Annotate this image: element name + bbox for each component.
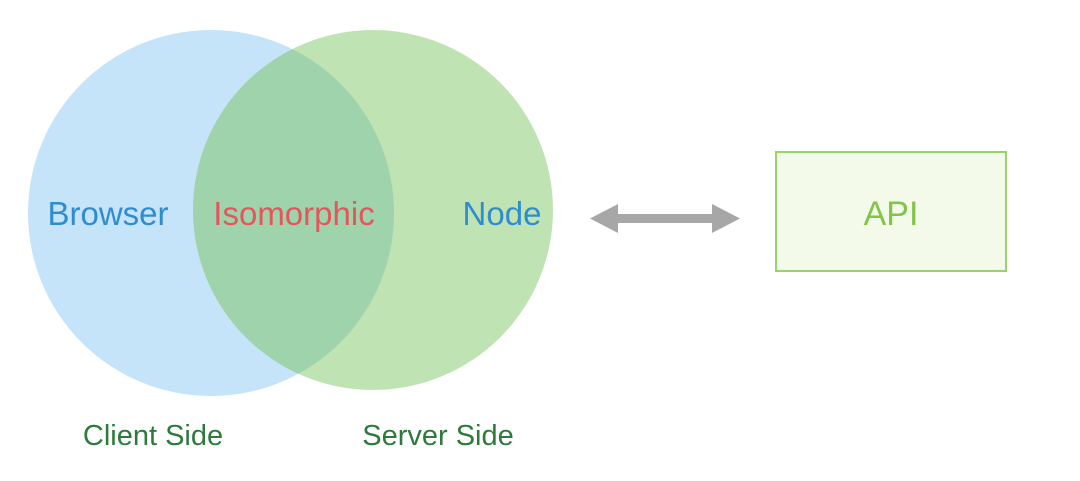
isomorphic-overlap-region [193,30,394,390]
arrow-head-left [590,204,618,233]
api-label: API [864,195,919,233]
client-side-caption: Client Side [83,420,223,452]
isomorphic-label: Isomorphic [213,195,374,232]
browser-label: Browser [47,195,168,232]
server-side-caption: Server Side [362,420,514,452]
node-label: Node [463,195,542,232]
double-headed-arrow-icon [590,204,740,233]
arrow-shaft [612,214,718,223]
api-box [775,151,1007,272]
arrow-head-right [712,204,740,233]
